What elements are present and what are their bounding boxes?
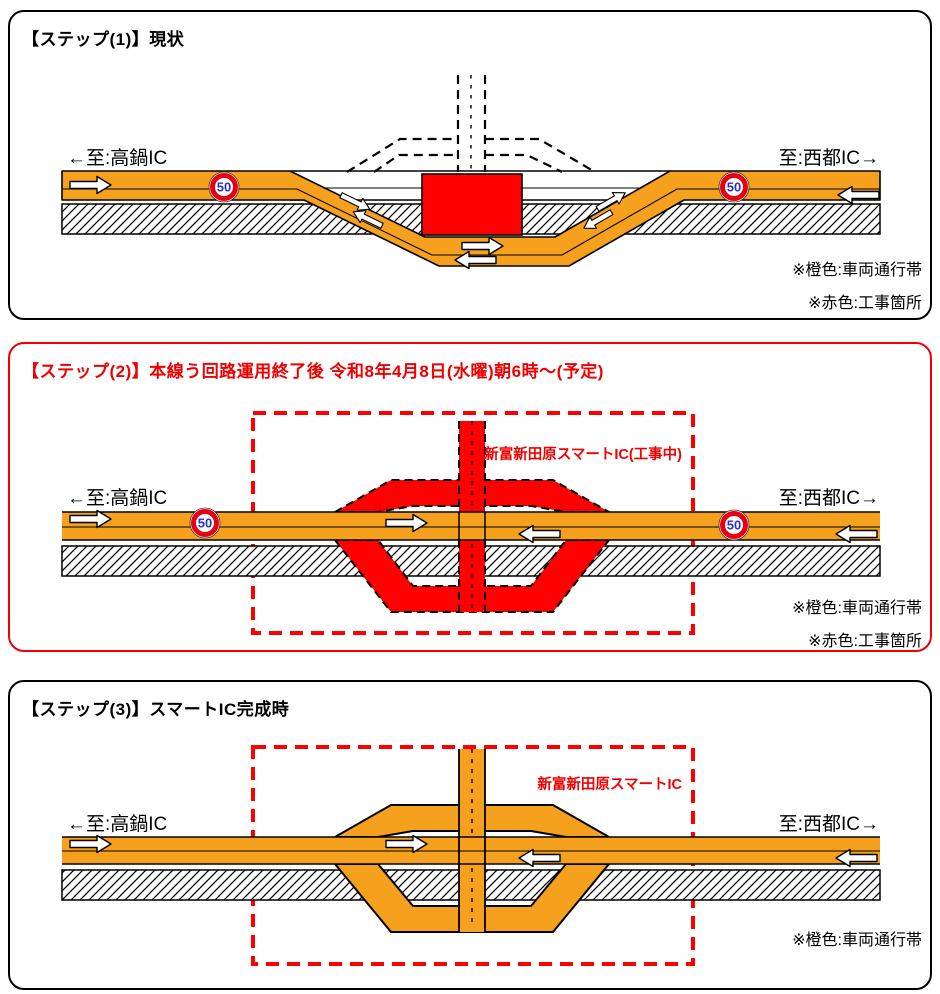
speed-sign-left: 50 (189, 507, 221, 539)
legend-red: ※赤色:工事箇所 (808, 294, 922, 312)
crossroad-outlines (458, 421, 486, 612)
step2-title: 【ステップ(2)】本線う回路運用終了後 令和8年4月8日(水曜)朝6時～(予定) (22, 362, 604, 381)
planned-ic-dashed-outline (346, 75, 596, 173)
ramp-lower-construction (334, 539, 610, 613)
main-road-detour (61, 170, 881, 267)
legend-orange: ※橙色:車両通行帯 (792, 931, 922, 949)
label-to-saito: 至:西都IC→ (779, 487, 879, 509)
speed-sign-left-value: 50 (217, 180, 231, 195)
speed-sign-left-value: 50 (198, 516, 212, 531)
legend-red: ※赤色:工事箇所 (808, 632, 922, 650)
step1-road-diagram: 50 50 ←至:高鍋IC 至:西都IC→ ※橙色:車両通行帯 ※赤色:工事箇所 (61, 75, 922, 312)
speed-sign-left: 50 (208, 171, 240, 203)
main-road (62, 836, 880, 865)
legend-orange: ※橙色:車両通行帯 (792, 261, 922, 279)
main-road (62, 511, 880, 541)
label-to-saito: 至:西都IC→ (779, 147, 879, 169)
ic-under-construction-label: 新富新田原スマートIC(工事中) (484, 445, 682, 463)
speed-sign-right: 50 (718, 509, 750, 541)
crossroad-outlines (458, 749, 486, 932)
label-to-takanabe: ←至:高鍋IC (67, 487, 167, 509)
speed-sign-right-value: 50 (727, 180, 741, 195)
step3-road-diagram: ←至:高鍋IC 至:西都IC→ 新富新田原スマートIC ※橙色:車両通行帯 (61, 745, 922, 966)
label-to-takanabe: ←至:高鍋IC (67, 147, 167, 169)
label-to-saito: 至:西都IC→ (779, 813, 879, 835)
panel-step2: 50 50 ←至:高鍋IC 至:西都IC→ 新富新田原スマートIC(工事中) ※… (8, 342, 932, 652)
panel-step3: ←至:高鍋IC 至:西都IC→ 新富新田原スマートIC ※橙色:車両通行帯 【ス… (8, 680, 932, 990)
step3-title: 【ステップ(3)】スマートIC完成時 (22, 700, 290, 719)
step1-title: 【ステップ(1)】現状 (22, 30, 185, 49)
legend-orange: ※橙色:車両通行帯 (792, 599, 922, 617)
lane-separator (62, 188, 880, 256)
panel-step1: 50 50 ←至:高鍋IC 至:西都IC→ ※橙色:車両通行帯 ※赤色:工事箇所… (8, 10, 932, 320)
speed-sign-right: 50 (718, 171, 750, 203)
construction-zone-box (421, 173, 523, 236)
speed-sign-right-value: 50 (727, 518, 741, 533)
ic-completed-label: 新富新田原スマートIC (537, 775, 682, 793)
label-to-takanabe: ←至:高鍋IC (67, 813, 167, 835)
step2-road-diagram: 50 50 ←至:高鍋IC 至:西都IC→ 新富新田原スマートIC(工事中) ※… (61, 411, 922, 650)
